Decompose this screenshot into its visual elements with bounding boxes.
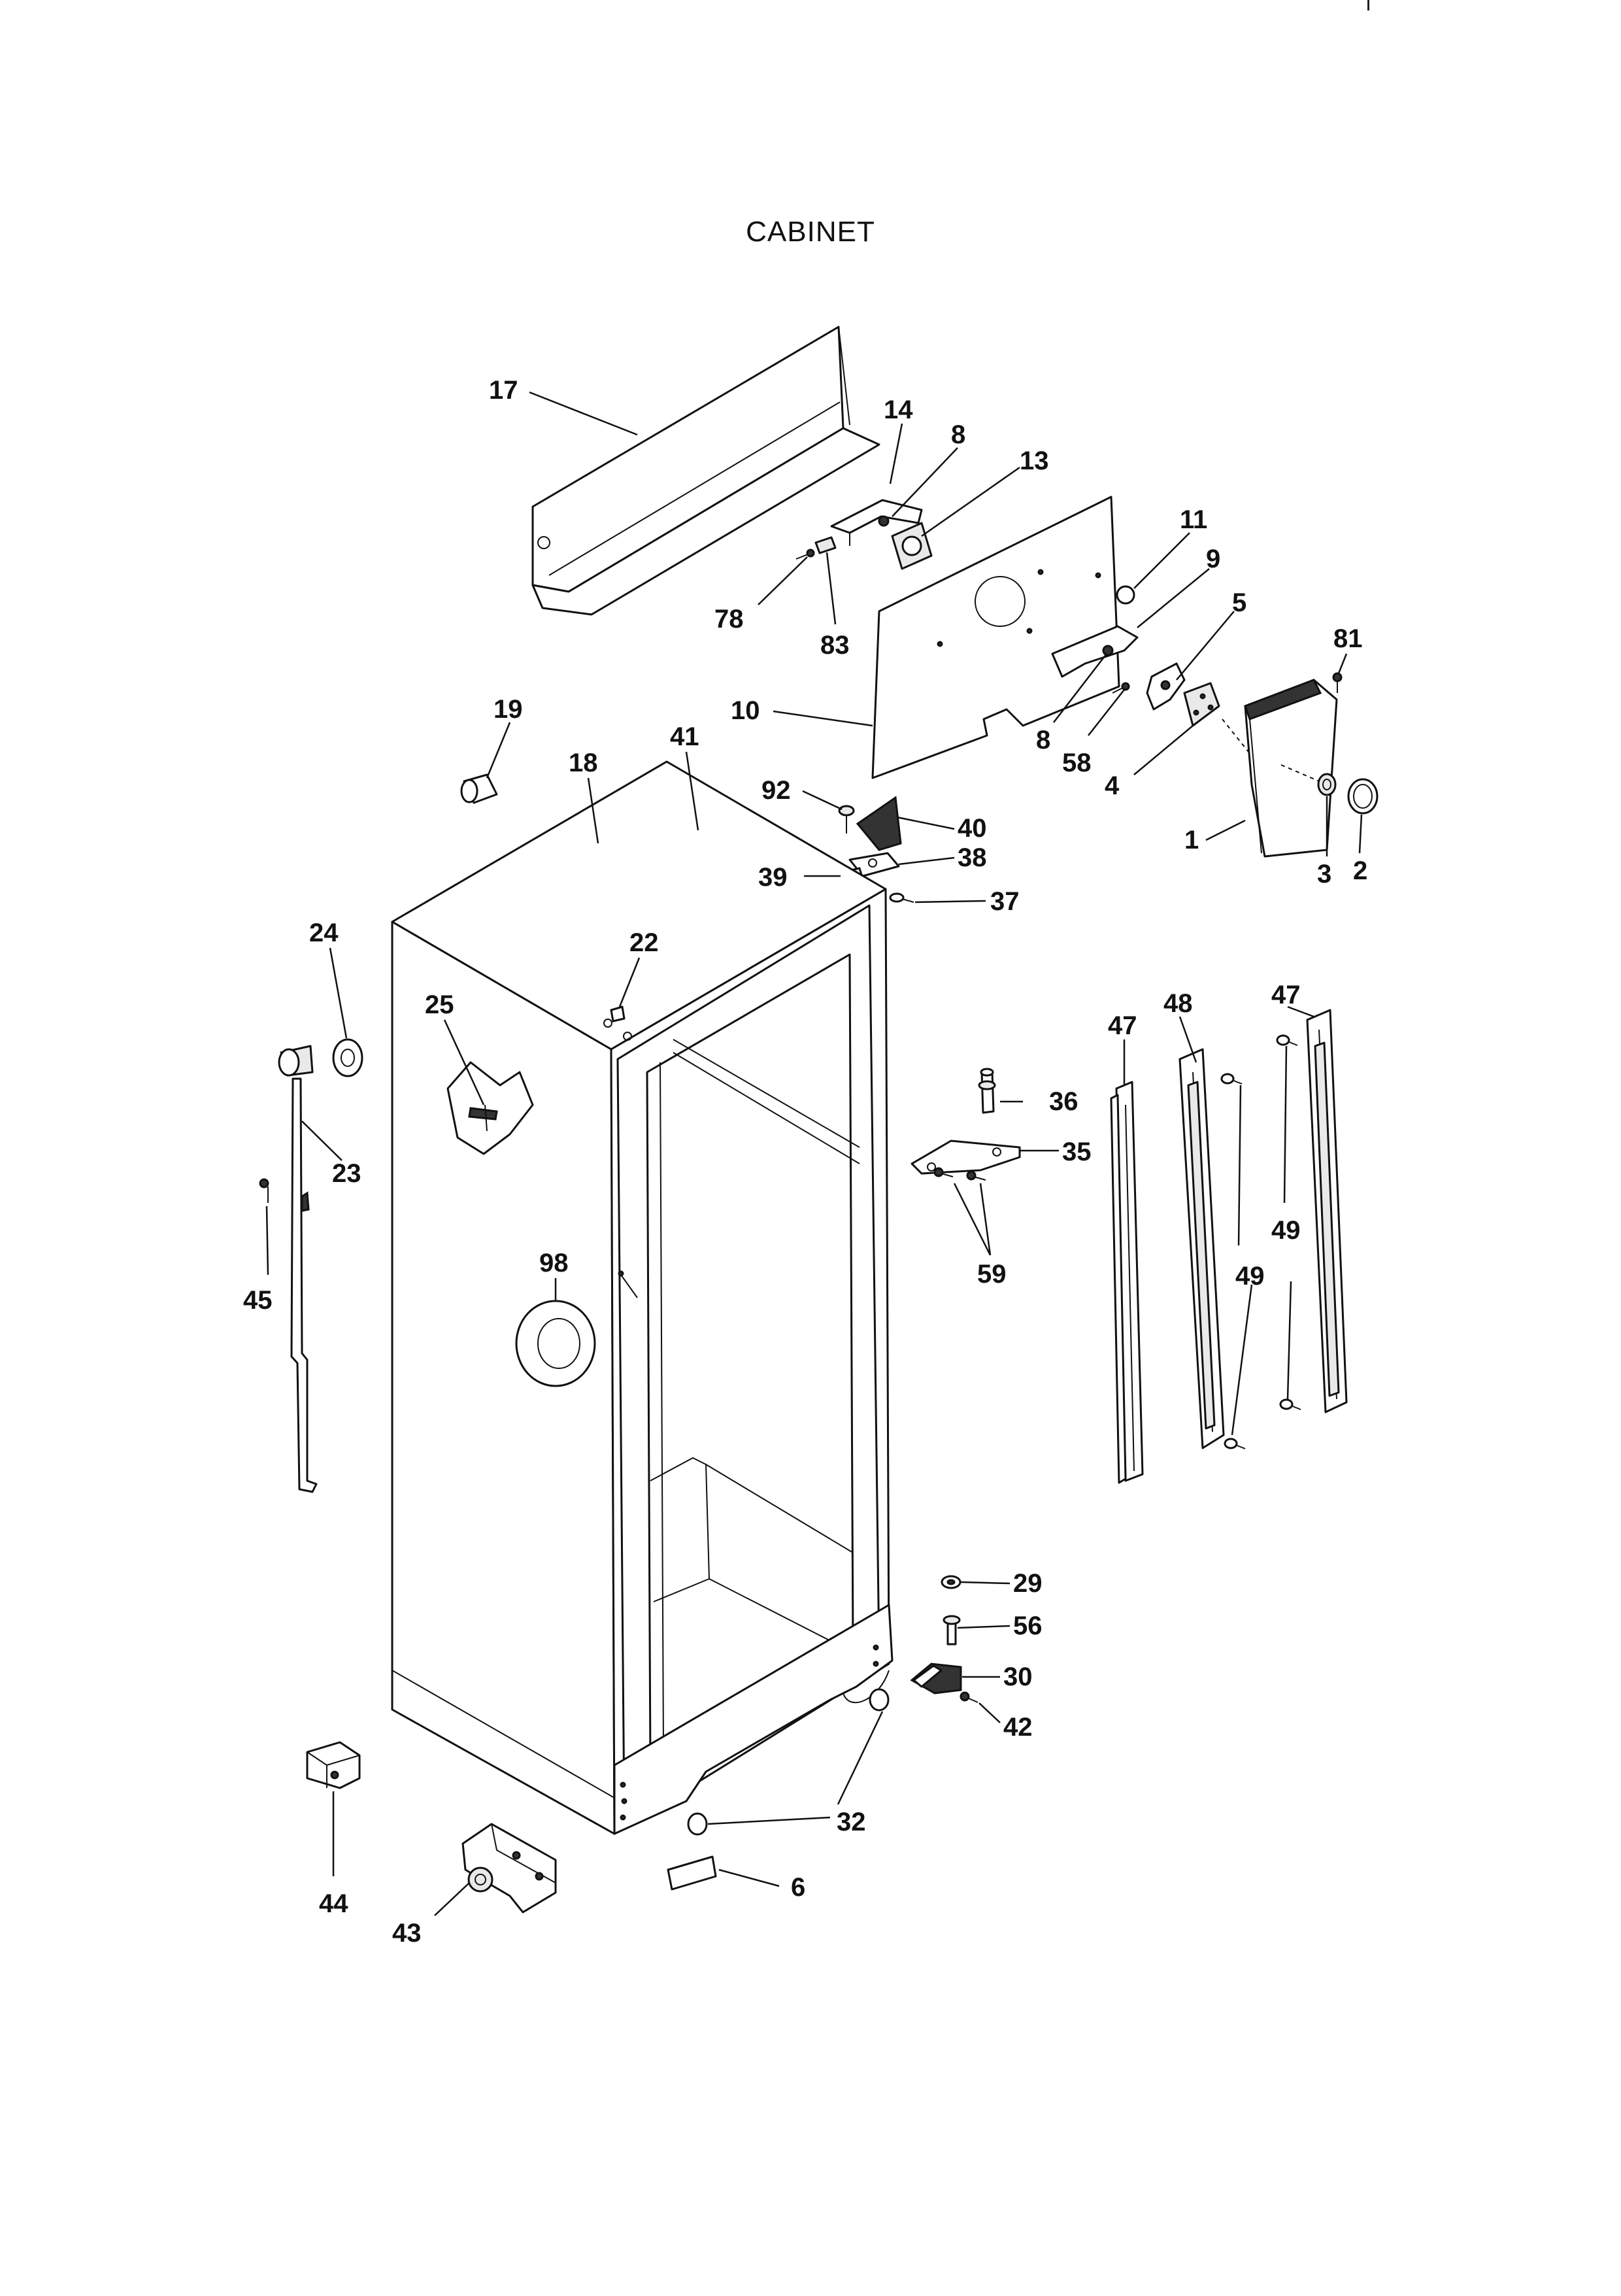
diagram-title: CABINET <box>746 216 875 248</box>
part-48-trim-strip-center <box>1178 1048 1225 1449</box>
part-81-screw <box>1332 672 1343 693</box>
callout-43: 43 <box>392 1919 422 1948</box>
part-3-seal <box>1317 773 1337 796</box>
part-40-hinge-cover <box>856 796 902 851</box>
part-59-screws <box>933 1167 986 1181</box>
callout-1: 1 <box>1184 826 1199 854</box>
part-45-screw <box>259 1178 269 1203</box>
part-44-leveling-block <box>306 1741 361 1789</box>
callout-8: 8 <box>1036 726 1050 754</box>
part-25-side-shield <box>446 1061 534 1155</box>
callout-83: 83 <box>820 631 850 660</box>
part-6-label <box>667 1855 717 1891</box>
callout-17: 17 <box>489 376 518 405</box>
part-24-washer <box>332 1038 363 1077</box>
part-1-air-duct <box>1222 679 1338 858</box>
part-30-bottom-bracket <box>910 1663 962 1695</box>
callout-5: 5 <box>1232 588 1246 617</box>
callout-labels: 17 14 8 13 11 9 5 81 78 83 10 8 58 4 1 3… <box>243 376 1367 1948</box>
part-5-fan-blade <box>1146 662 1186 711</box>
callout-40: 40 <box>958 814 987 843</box>
part-23-door-stop-rod <box>278 1045 318 1493</box>
callout-41: 41 <box>670 722 699 751</box>
part-9-fan-bracket <box>1051 625 1139 678</box>
callout-49: 49 <box>1235 1262 1265 1291</box>
callout-37: 37 <box>990 887 1020 916</box>
callout-45: 45 <box>243 1286 273 1315</box>
callout-9: 9 <box>1206 545 1220 573</box>
cabinet-body <box>391 760 894 1835</box>
part-13-damper-motor <box>878 515 933 570</box>
callout-49: 49 <box>1271 1216 1301 1245</box>
callout-11: 11 <box>1180 505 1207 534</box>
part-22-plug <box>610 1005 626 1022</box>
part-83-clip <box>814 536 837 554</box>
part-42-screw <box>960 1691 978 1703</box>
callout-58: 58 <box>1062 749 1092 777</box>
part-2-cap <box>1347 778 1379 815</box>
callout-14: 14 <box>884 396 913 424</box>
callout-2: 2 <box>1353 856 1367 885</box>
callout-10: 10 <box>731 696 760 725</box>
callout-44: 44 <box>319 1889 348 1918</box>
part-49-screws <box>1220 1034 1301 1449</box>
callout-98: 98 <box>539 1249 569 1277</box>
part-92-screw <box>838 805 855 834</box>
callout-42: 42 <box>1003 1713 1033 1742</box>
part-35-center-hinge <box>911 1140 1021 1175</box>
part-58-screw <box>1112 682 1130 694</box>
callout-38: 38 <box>958 843 987 872</box>
callout-92: 92 <box>761 776 791 805</box>
callout-24: 24 <box>309 919 339 947</box>
callout-56: 56 <box>1013 1612 1043 1640</box>
part-43-roller-bracket <box>461 1823 557 1914</box>
callout-22: 22 <box>629 928 659 957</box>
leader-lines <box>265 391 1363 1916</box>
part-78-screw <box>795 549 815 560</box>
callout-29: 29 <box>1013 1569 1043 1598</box>
callout-13: 13 <box>1020 447 1049 475</box>
callout-81: 81 <box>1333 624 1363 653</box>
corner-tick-mark <box>1367 0 1369 10</box>
callout-48: 48 <box>1163 989 1193 1018</box>
callout-78: 78 <box>714 605 744 633</box>
callout-19: 19 <box>493 695 523 724</box>
callout-47: 47 <box>1271 981 1301 1009</box>
part-47-trim-strip-right <box>1306 1009 1348 1413</box>
part-4-fan-grille <box>1183 682 1220 727</box>
callout-8: 8 <box>951 420 965 449</box>
callout-36: 36 <box>1049 1087 1078 1116</box>
part-10-evaporator-cover <box>871 496 1135 779</box>
callout-35: 35 <box>1062 1138 1092 1166</box>
callout-18: 18 <box>569 749 598 777</box>
part-56-pin <box>943 1615 961 1646</box>
callout-3: 3 <box>1317 860 1331 888</box>
part-29-washer <box>941 1575 961 1589</box>
part-37-screw <box>889 892 914 903</box>
callout-59: 59 <box>977 1260 1007 1289</box>
part-19-plug <box>460 773 498 804</box>
callout-4: 4 <box>1105 771 1120 800</box>
callout-23: 23 <box>332 1159 361 1188</box>
callout-25: 25 <box>425 990 454 1019</box>
callout-47: 47 <box>1108 1011 1137 1040</box>
callout-32: 32 <box>837 1808 866 1836</box>
callout-6: 6 <box>791 1873 805 1902</box>
callout-30: 30 <box>1003 1663 1033 1691</box>
part-17-top-panel <box>531 326 880 616</box>
callout-39: 39 <box>758 863 788 892</box>
part-47-trim-strip-left <box>1110 1081 1144 1484</box>
part-32-plugs <box>687 1688 890 1836</box>
part-36-hinge-pin <box>978 1068 996 1114</box>
